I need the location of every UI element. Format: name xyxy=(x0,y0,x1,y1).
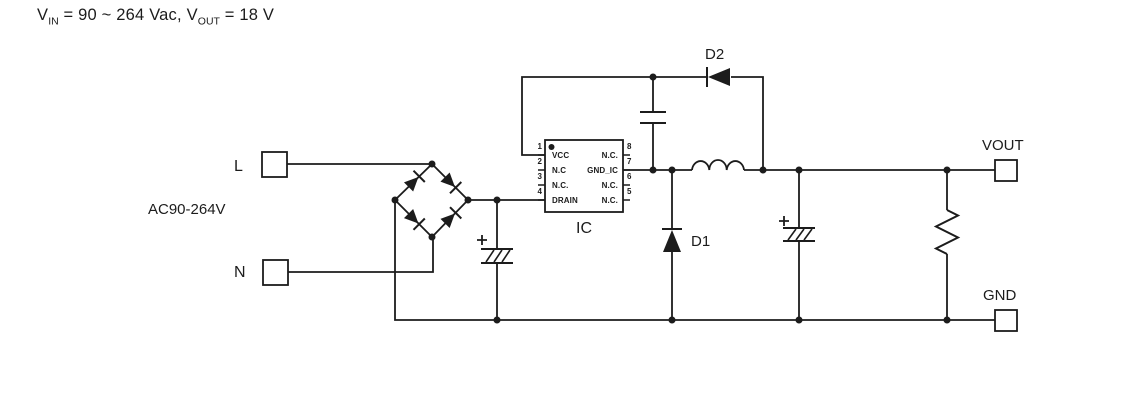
gnd-terminal-label: GND xyxy=(983,287,1017,304)
resistor-zigzag xyxy=(933,209,961,255)
terminal-gnd xyxy=(994,309,1018,332)
diode-d2-label: D2 xyxy=(705,46,725,63)
wires xyxy=(287,76,995,321)
terminal-l xyxy=(261,151,288,178)
plus-sign xyxy=(779,216,789,226)
wire-vcc-loop xyxy=(521,76,707,156)
ic-pin-number-6: 6 xyxy=(627,172,632,181)
neutral-terminal-label: N xyxy=(234,264,246,281)
ic-pin-number-2: 2 xyxy=(537,157,542,166)
ic-pin-label-gnd-ic: GND_IC xyxy=(587,166,618,175)
ic-label: IC xyxy=(576,220,592,237)
wire-neutral-input xyxy=(288,237,434,273)
inductor-coil xyxy=(691,159,745,171)
ic-body xyxy=(538,139,630,213)
title-sub-in: IN xyxy=(48,15,59,28)
diode-d1 xyxy=(661,228,683,253)
schematic-title: VIN = 90 ~ 264 Vac, VOUT = 18 V xyxy=(37,6,275,28)
ic-pin-label-drain: DRAIN xyxy=(552,196,578,205)
vout-terminal-label: VOUT xyxy=(982,137,1024,154)
wire-d2-right xyxy=(731,76,764,170)
bulk-capacitor xyxy=(477,235,513,264)
title-sub-out: OUT xyxy=(197,15,220,28)
ic-pin-number-3: 3 xyxy=(537,172,542,181)
wire-ground-rail xyxy=(394,200,995,321)
bridge-edges xyxy=(394,162,469,239)
line-terminal-label: L xyxy=(234,158,243,175)
junction-dots xyxy=(391,73,951,324)
pin1-marker xyxy=(548,144,555,150)
ic-pin-label-nc8: N.C. xyxy=(601,151,618,160)
ic-pin-number-1: 1 xyxy=(537,142,542,151)
terminal-n xyxy=(262,259,289,286)
ic-pin-number-7: 7 xyxy=(627,157,632,166)
ic-pin-label-nc5: N.C. xyxy=(601,196,618,205)
diode-d2 xyxy=(706,66,731,88)
ic-pin-number-8: 8 xyxy=(627,142,632,151)
ic-pin-label-vcc: VCC xyxy=(552,151,570,160)
vcc-capacitor xyxy=(640,111,666,124)
output-capacitor xyxy=(779,216,815,242)
ic-pin-number-5: 5 xyxy=(627,187,632,196)
terminal-vout xyxy=(994,159,1018,182)
ic-pin-number-4: 4 xyxy=(537,187,542,196)
bridge-rectifier xyxy=(401,169,463,231)
diode-d1-label: D1 xyxy=(691,233,711,250)
pin-stubs xyxy=(538,154,630,201)
ic-pin-label-nc6: N.C. xyxy=(601,181,618,190)
ac-input-range-label: AC90-264V xyxy=(148,201,226,218)
plus-sign xyxy=(477,235,487,245)
ic-pin-label-nc2: N.C xyxy=(552,166,567,175)
ic-pin-label-nc3: N.C. xyxy=(552,181,569,190)
